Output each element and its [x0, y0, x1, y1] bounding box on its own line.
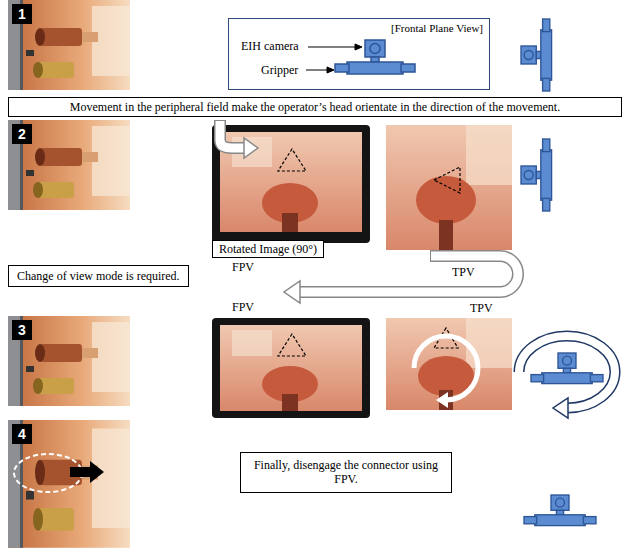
- callout-number: 2: [12, 124, 32, 144]
- view-label: FPV: [232, 300, 254, 314]
- node-text: Movement in the peripheral field make th…: [15, 100, 615, 114]
- view-change-arrow: [284, 281, 300, 303]
- view-change-arrow: [300, 256, 518, 292]
- rotation-arrow: [519, 336, 615, 418]
- callout-number: 3: [12, 320, 32, 340]
- gripper-icon: [531, 353, 603, 384]
- node-text: [Frontal Plane View]: [391, 22, 483, 35]
- node-text: Change of view mode is required.: [17, 269, 180, 283]
- rotation-arrow: [519, 336, 615, 408]
- view-label: TPV: [452, 265, 475, 279]
- tpv-image: [386, 318, 512, 410]
- tpv-image: [466, 125, 512, 185]
- rotation-arrow: [553, 398, 568, 418]
- fpv-screen: [282, 394, 298, 411]
- flow-arrow: [220, 120, 244, 148]
- callout-number: 1: [12, 4, 32, 24]
- gripper-icon: [335, 40, 415, 74]
- tpv-image: [386, 125, 512, 250]
- view-label: TPV: [470, 301, 493, 315]
- flow-arrow: [220, 121, 245, 148]
- callout-number: 4: [12, 424, 32, 444]
- fpv-screen: [278, 149, 306, 171]
- tpv-image: [386, 318, 512, 410]
- fpv-screen: [212, 318, 370, 418]
- view-label: FPV: [232, 260, 254, 274]
- note-box: Change of view mode is required.: [8, 265, 189, 287]
- gripper-icon: [524, 495, 596, 526]
- flow-arrow: [244, 138, 258, 158]
- robot-photo: [8, 120, 130, 210]
- node-text: EIH camera: [241, 39, 299, 53]
- leader-line: [306, 70, 330, 71]
- gripper-icon: [521, 139, 552, 211]
- note-box: Finally, disengage the connector using F…: [240, 452, 452, 493]
- tpv-image: [439, 220, 453, 250]
- robot-photo: [8, 316, 130, 406]
- fpv-screen: [220, 325, 362, 411]
- disengage-marker: [70, 461, 104, 483]
- fpv-screen: [212, 318, 370, 418]
- fpv-screen: [278, 334, 306, 356]
- view-change-arrow: [299, 256, 518, 292]
- leader-line: [355, 44, 362, 50]
- leader-line: [306, 44, 362, 73]
- flow-arrow: [220, 120, 258, 158]
- leader-line: [308, 47, 358, 48]
- rotation-arrow: [519, 336, 615, 408]
- view-change-arrow: [284, 256, 518, 303]
- leader-line: [327, 67, 334, 73]
- node-text: Finally, disengage the connector using F…: [249, 458, 443, 487]
- gripper-icon: [335, 19, 603, 526]
- node-text: Gripper: [261, 63, 298, 77]
- robot-photo: [8, 0, 130, 90]
- disengage-marker: [14, 454, 104, 492]
- tpv-image: [386, 125, 512, 250]
- frontal-view-box: [Frontal Plane View] EIH cameraGripper: [228, 18, 490, 90]
- tpv-image: [416, 176, 476, 224]
- fpv-screen: [232, 330, 272, 356]
- tpv-image: [466, 318, 512, 368]
- gripper-icon: [521, 19, 552, 91]
- tpv-image: [414, 336, 478, 400]
- fpv-screen: [282, 213, 298, 232]
- caption-box: Rotated Image (90°): [212, 240, 324, 258]
- note-box: Movement in the peripheral field make th…: [8, 97, 622, 117]
- node-text: Rotated Image (90°): [219, 242, 317, 256]
- robot-photo: [8, 420, 130, 548]
- tpv-image: [436, 392, 448, 408]
- tpv-image: [434, 167, 460, 193]
